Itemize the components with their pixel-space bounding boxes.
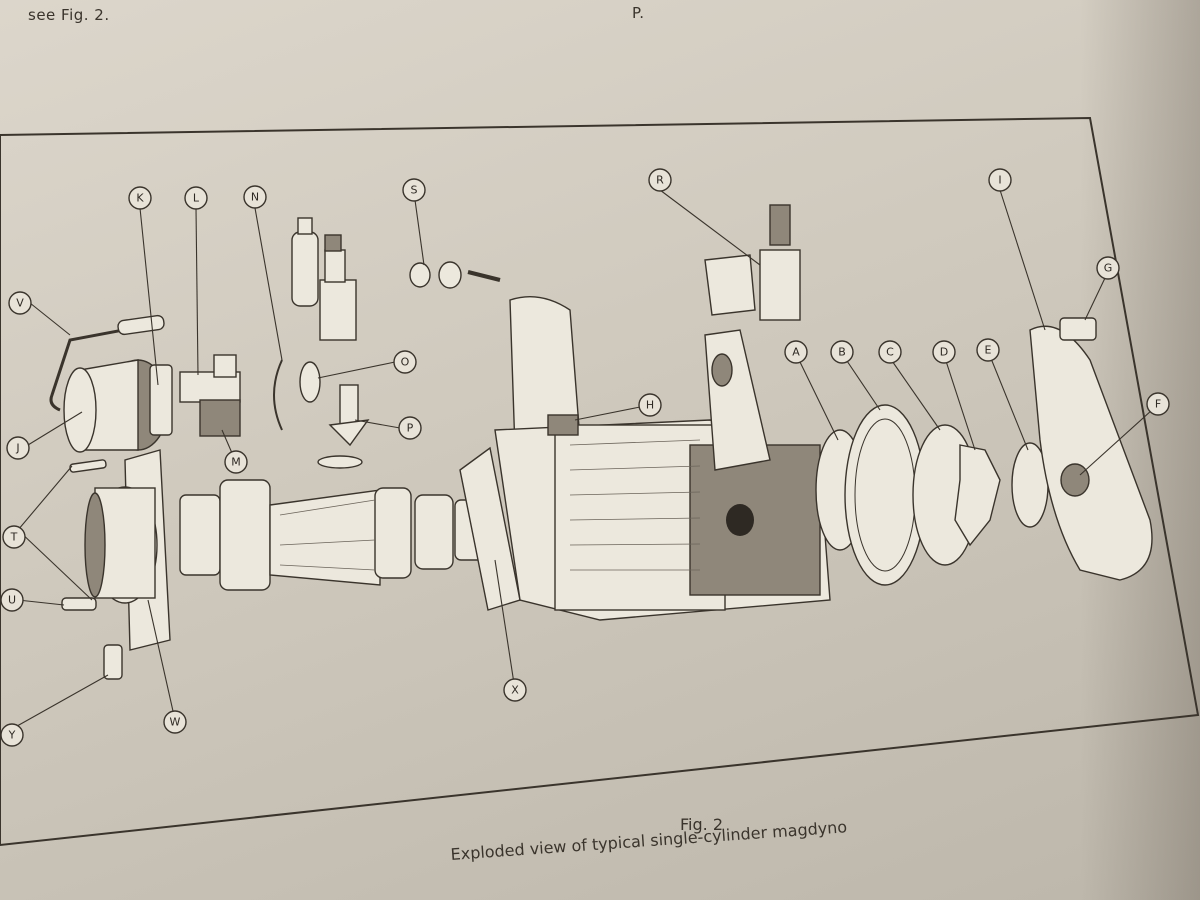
svg-text:F: F [1155,398,1161,411]
svg-text:V: V [16,297,24,310]
label-p: P [398,416,422,440]
svg-text:L: L [193,192,200,205]
svg-text:X: X [511,684,519,697]
label-v: V [8,291,32,315]
header-text-right: P. [632,4,645,22]
label-l: L [184,186,208,210]
svg-text:D: D [940,346,948,359]
drum-part [63,359,169,453]
header-text-left: see Fig. 2. [28,6,110,24]
end-plate [84,449,171,651]
svg-text:W: W [170,716,181,729]
svg-text:S: S [411,184,418,197]
screw-t [69,459,107,473]
svg-text:G: G [1104,262,1113,275]
label-j: J [6,436,30,460]
label-o: O [393,350,417,374]
label-h: H [638,393,662,417]
screw-y [103,644,123,680]
contact-breaker [149,354,241,437]
washer-set [409,261,501,289]
label-a: A [784,340,808,364]
label-x: X [503,678,527,702]
label-r: R [648,168,672,192]
nut-g [1059,317,1097,341]
label-g: G [1096,256,1120,280]
svg-text:B: B [838,346,846,359]
label-f: F [1146,392,1170,416]
connector-r [704,204,801,321]
svg-text:P: P [407,422,414,435]
label-s: S [402,178,426,202]
svg-text:J: J [15,442,19,455]
crank-grip [117,314,165,336]
label-w: W [163,710,187,734]
label-m: M [224,450,248,474]
svg-text:I: I [998,174,1001,187]
cam-d [954,444,1001,547]
brush-holder [291,217,357,341]
svg-text:U: U [8,594,16,607]
magdyno-body [494,295,831,621]
figure-frame [0,116,1200,847]
crank-handle [49,323,151,412]
svg-text:C: C [886,346,894,359]
label-i: I [988,168,1012,192]
washer [299,361,321,403]
spring-clip [273,359,283,431]
label-u: U [0,588,24,612]
label-c: C [878,340,902,364]
screw-u [61,597,97,611]
label-e: E [976,338,1000,362]
cover-plate [1029,317,1153,581]
spring-stud [317,384,370,469]
svg-text:H: H [646,399,654,412]
svg-text:T: T [10,531,18,544]
svg-text:A: A [792,346,800,359]
svg-text:Y: Y [8,729,16,742]
svg-text:O: O [401,356,410,369]
svg-text:R: R [656,174,664,187]
label-b: B [830,340,854,364]
label-d: D [932,340,956,364]
label-k: K [128,186,152,210]
svg-text:N: N [251,191,259,204]
label-t: T [2,525,26,549]
svg-text:K: K [136,192,144,205]
label-y: Y [0,723,24,747]
figure-number: Fig. 2 [680,815,723,834]
svg-text:E: E [985,344,992,357]
armature-shaft [179,479,486,591]
svg-text:M: M [231,456,241,469]
label-n: N [243,185,267,209]
